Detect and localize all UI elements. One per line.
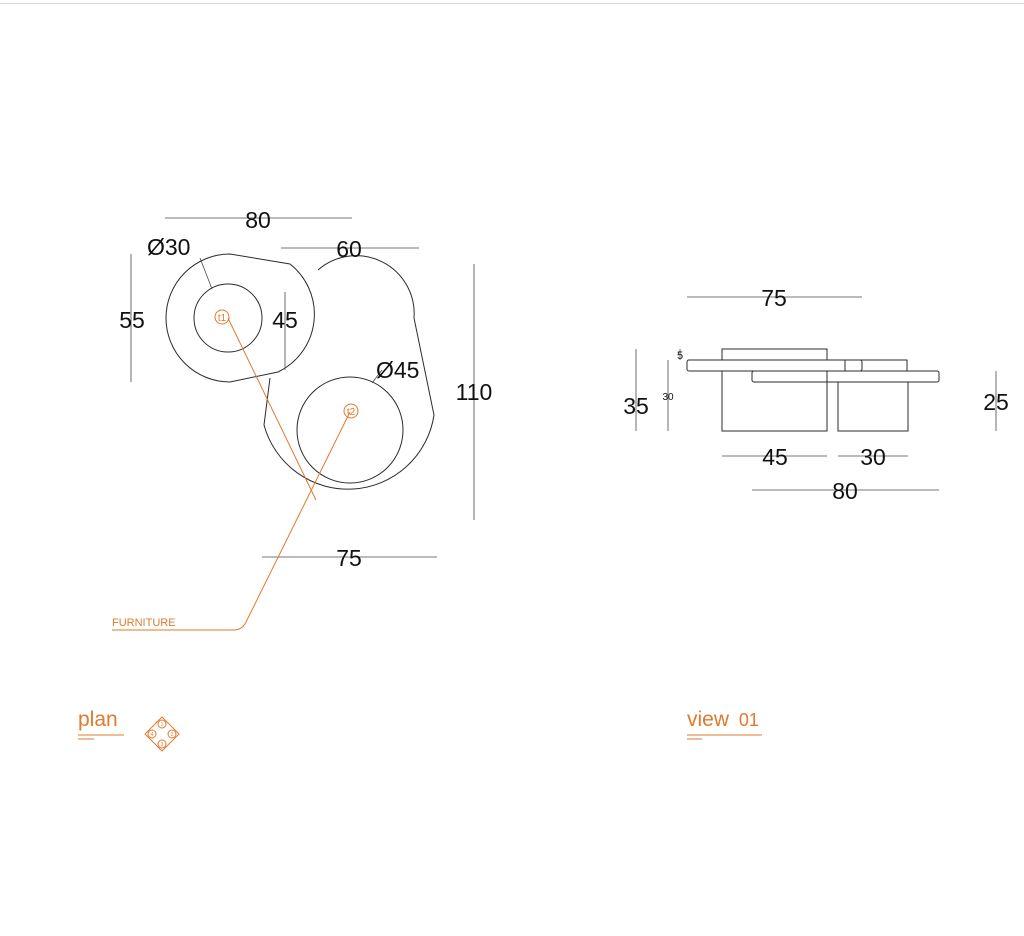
compass-south-circle — [157, 739, 167, 749]
view-dim-30-vertical: 30 — [662, 392, 674, 403]
plan-small-table-outline — [165, 253, 315, 383]
plan-tag-t1: t1 — [218, 313, 227, 324]
plan-dim-75: 75 — [336, 545, 362, 571]
view-dim-30: 30 — [860, 444, 886, 470]
view-dim-25: 25 — [983, 389, 1009, 415]
view-title-number: 01 — [739, 710, 759, 730]
plan-tag-t2: t2 — [347, 407, 356, 418]
view-title: view 01 — [687, 708, 759, 731]
view-left-top-lip — [721, 348, 828, 361]
plan-dim-60: 60 — [336, 236, 362, 262]
top-border-line — [0, 3, 1024, 4]
compass-e: 2 — [171, 732, 174, 738]
plan-leader-d45 — [371, 369, 383, 384]
view-dim-5: 5 — [677, 350, 683, 362]
plan-title: plan — [78, 708, 118, 731]
elevation-drawing: 75 5 35 30 25 45 30 80 view 01 — [623, 285, 1009, 740]
compass-north-circle — [157, 719, 167, 729]
plan-view-compass: 1 2 3 4 — [144, 716, 180, 752]
plan-tag-t1-circle — [214, 309, 230, 325]
view-dim-75: 75 — [761, 285, 787, 311]
plan-large-inner-circle — [296, 376, 404, 484]
view-left-body — [721, 370, 828, 432]
plan-dim-80: 80 — [245, 207, 271, 233]
plan-small-inner-circle — [193, 283, 263, 353]
compass-w: 4 — [151, 732, 154, 738]
plan-leader-furniture — [112, 411, 351, 631]
plan-leader-d30 — [199, 257, 213, 290]
plan-leader-label: FURNITURE — [112, 617, 176, 629]
compass-east-circle — [167, 729, 177, 739]
plan-dim-diameter-45: Ø45 — [376, 357, 419, 383]
compass-s: 3 — [161, 742, 164, 748]
view-dim-45: 45 — [762, 444, 788, 470]
view-right-top-lip — [844, 359, 908, 372]
plan-dim-110: 110 — [456, 379, 493, 405]
plan-dim-45: 45 — [272, 307, 298, 333]
view-title-main: view — [687, 708, 730, 731]
compass-west-circle — [147, 729, 157, 739]
plan-leader-t1 — [227, 317, 317, 501]
plan-dim-diameter-30: Ø30 — [147, 234, 190, 260]
view-right-tabletop — [751, 370, 940, 383]
plan-drawing: 80 60 55 45 110 75 Ø30 Ø45 t1 t2 FURNITU… — [78, 207, 493, 752]
plan-large-table-outline — [263, 255, 435, 490]
compass-diamond — [144, 716, 180, 752]
plan-dim-55: 55 — [119, 307, 145, 333]
compass-n: 1 — [161, 722, 164, 728]
view-dim-35: 35 — [623, 393, 649, 419]
view-left-tabletop — [686, 359, 863, 372]
view-right-body — [837, 381, 909, 432]
plan-tag-t2-circle — [343, 403, 359, 419]
view-dim-80: 80 — [832, 478, 858, 504]
